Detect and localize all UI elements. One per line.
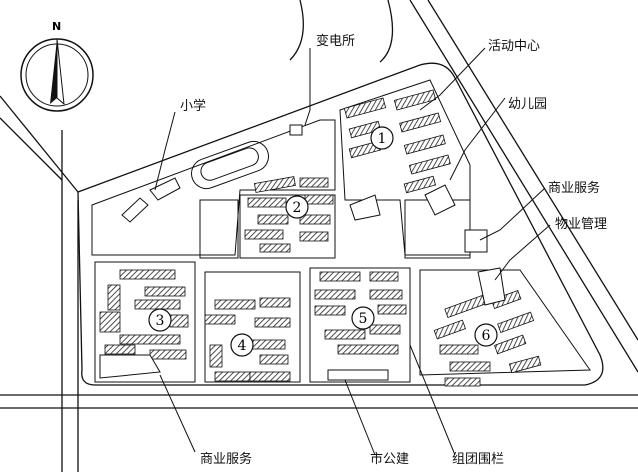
group-marker-1: 1 [370, 126, 394, 150]
north-arrow-icon [20, 38, 94, 112]
label-commercial-service-bottom: 商业服务 [200, 452, 253, 467]
label-primary-school: 小学 [180, 99, 207, 114]
svg-text:1: 1 [378, 131, 387, 147]
group-marker-5: 5 [351, 306, 375, 330]
group-1-buildings [343, 89, 451, 194]
label-kindergarten: 幼儿园 [508, 97, 548, 112]
svg-text:6: 6 [482, 328, 491, 344]
svg-text:2: 2 [293, 200, 302, 216]
leader-lines [154, 47, 551, 456]
svg-text:3: 3 [156, 313, 165, 329]
label-group-fence: 组团围栏 [452, 452, 505, 467]
group-marker-6: 6 [474, 323, 498, 347]
group-markers: 1 2 3 4 5 6 [148, 126, 498, 357]
label-commercial-service-right: 商业服务 [548, 181, 601, 196]
group-3-buildings [99, 269, 189, 360]
group-marker-2: 2 [285, 195, 309, 219]
public-buildings [99, 124, 506, 381]
svg-text:5: 5 [359, 311, 368, 327]
group-marker-3: 3 [148, 308, 172, 332]
label-property-management: 物业管理 [555, 217, 608, 232]
north-label: N [52, 20, 62, 33]
group-marker-4: 4 [230, 333, 254, 357]
group-5-buildings [314, 271, 407, 355]
group-2-buildings [244, 176, 334, 253]
label-activity-center: 活动中心 [488, 39, 541, 54]
group-4-buildings [204, 297, 291, 382]
label-public-building: 市公建 [370, 452, 410, 467]
svg-text:4: 4 [238, 338, 247, 354]
label-substation: 变电所 [316, 34, 356, 49]
